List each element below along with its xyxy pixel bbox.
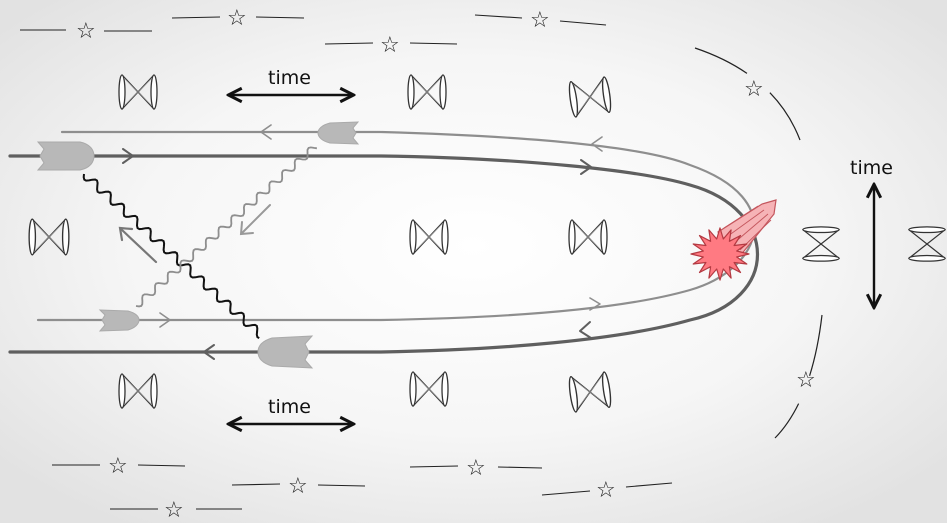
boundary-arc-top	[694, 47, 801, 141]
star-icon: ☆	[466, 456, 486, 481]
explosion-icon	[690, 199, 777, 281]
star-icon: ☆	[108, 454, 128, 479]
star-icon: ☆	[596, 478, 616, 503]
star-icon: ☆	[530, 8, 550, 33]
star-icon: ☆	[288, 474, 308, 499]
time-label-bottom: time	[268, 396, 311, 418]
signal-direction-arrows	[118, 204, 271, 264]
worldline-direction-arrows	[122, 124, 603, 360]
time-arrow-bottom: time	[230, 396, 352, 424]
spaceship-icon	[257, 335, 314, 369]
star-icon: ☆	[164, 498, 184, 523]
star-icon: ☆	[380, 33, 400, 58]
boundary-arc-bottom	[774, 314, 823, 439]
spaceship-icon	[36, 141, 95, 171]
star-icon: ☆	[796, 368, 816, 393]
star-field: ☆ ☆ ☆ ☆ ☆ ☆ ☆ ☆ ☆ ☆ ☆	[76, 6, 816, 523]
signal-wave-dark	[82, 173, 260, 339]
signal-wave-light	[135, 146, 318, 308]
star-icon: ☆	[744, 77, 764, 102]
spaceship-icon	[98, 309, 140, 332]
time-arrow-right: time	[850, 157, 893, 306]
time-arrow-top: time	[230, 67, 352, 95]
worldline-outer	[8, 154, 759, 354]
star-icon: ☆	[227, 6, 247, 31]
star-field-lines	[20, 14, 673, 510]
time-label-top: time	[268, 67, 311, 89]
spaceship-icon	[317, 121, 360, 145]
time-label-right: time	[850, 157, 893, 179]
star-icon: ☆	[76, 19, 96, 44]
